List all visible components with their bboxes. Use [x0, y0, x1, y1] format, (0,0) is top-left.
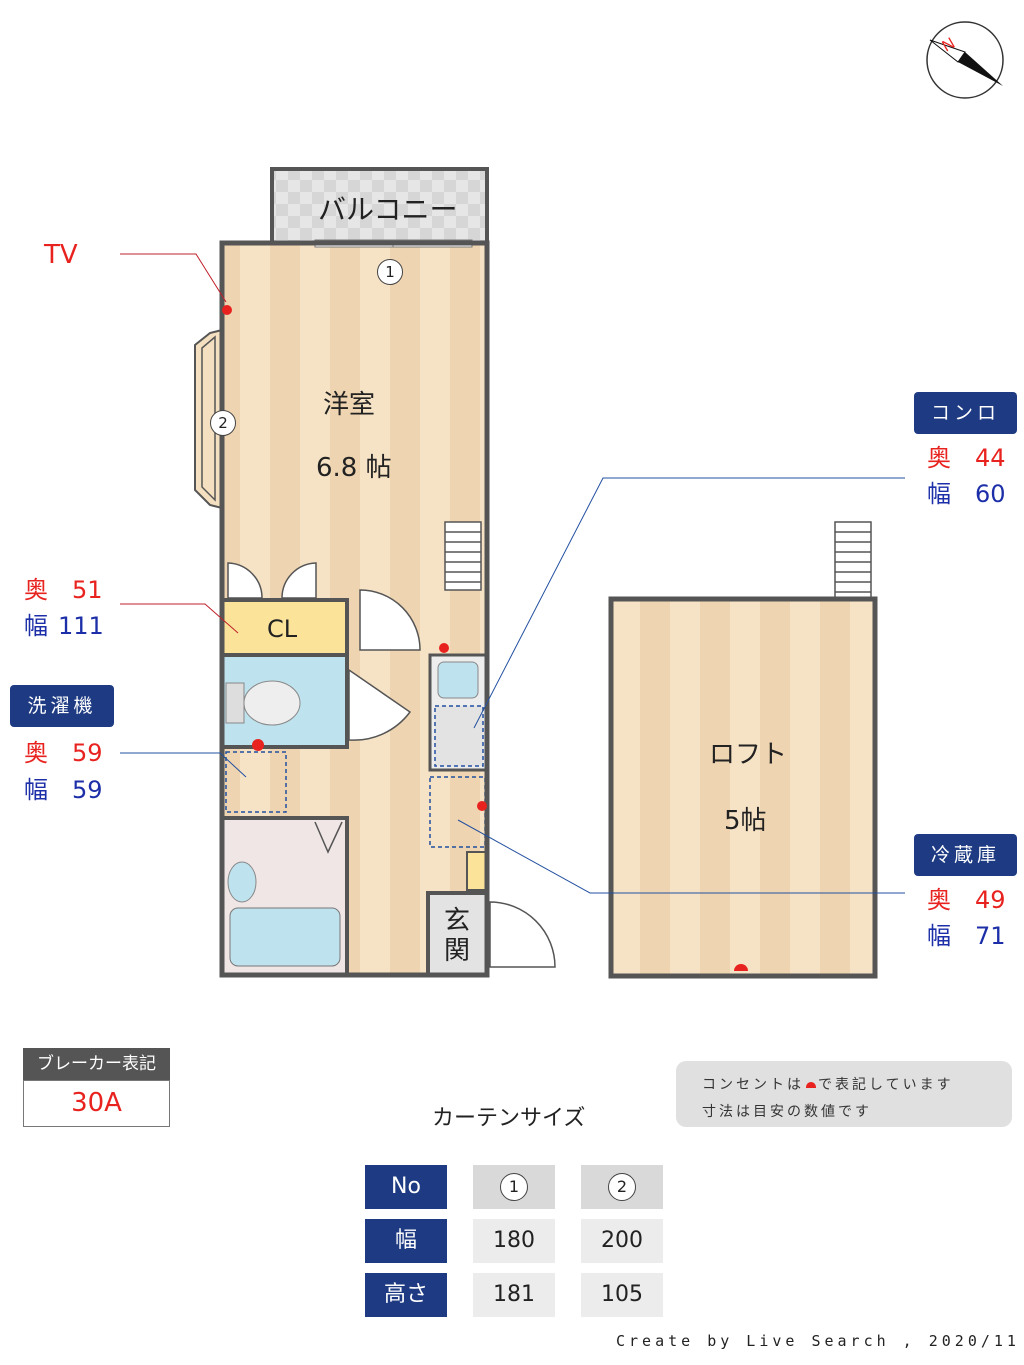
tv-label: TV — [44, 240, 78, 270]
closet-width-value: 111 — [58, 612, 104, 640]
stove-depth-label: 奥 — [927, 444, 951, 472]
toilet-door — [348, 668, 412, 741]
curtain-height-2: 105 — [581, 1273, 663, 1317]
fridge-leader-line — [457, 819, 905, 894]
toilet-fixture — [225, 680, 301, 726]
tv-leader-line — [120, 253, 227, 303]
window-marker-1: 1 — [377, 259, 403, 285]
curtain-header-1: 1 — [473, 1165, 555, 1209]
washer-depth-value: 59 — [72, 739, 103, 767]
fridge-width-value: 71 — [975, 922, 1006, 950]
curtain-row-height-label: 高さ — [365, 1273, 447, 1317]
curtain-width-2: 200 — [581, 1219, 663, 1263]
closet-depth-value: 51 — [72, 576, 103, 604]
main-room-size: 6.8 帖 — [316, 453, 392, 483]
credit-text: Create by Live Search , 2020/11 — [616, 1332, 1020, 1350]
breaker-value: 30A — [23, 1080, 170, 1127]
washer-width-value: 59 — [72, 776, 103, 804]
outlet-icon — [806, 1082, 816, 1088]
unit-outline — [219, 240, 490, 978]
shoe-box — [466, 851, 488, 891]
room-door — [359, 589, 421, 651]
bathtub — [229, 907, 341, 967]
entrance-door — [489, 901, 556, 968]
loft-name: ロフト — [709, 740, 788, 770]
note-line1b: で表記しています — [818, 1077, 954, 1093]
note-line2: 寸法は目安の数値です — [702, 1104, 872, 1120]
fridge-width-label: 幅 — [927, 922, 951, 950]
stove-depth-value: 44 — [975, 444, 1006, 472]
curtain-header-no: No — [365, 1165, 447, 1209]
curtain-row-width-label: 幅 — [365, 1219, 447, 1263]
balcony-area — [270, 167, 489, 245]
closet-width-label: 幅 — [24, 612, 48, 640]
compass-icon: N — [926, 21, 1004, 99]
washer-width-label: 幅 — [24, 776, 48, 804]
closet-leader-line — [120, 603, 239, 634]
stove-width-value: 60 — [975, 480, 1006, 508]
legend-note: コンセントはで表記しています 寸法は目安の数値です — [676, 1061, 1012, 1127]
outlet-markers — [222, 305, 748, 971]
stove-width-label: 幅 — [927, 480, 951, 508]
breaker-label: ブレーカー表記 — [23, 1048, 170, 1080]
loft-floor — [608, 596, 878, 979]
bath-fold-icon — [314, 821, 343, 854]
closet-doors — [227, 562, 317, 599]
window-marker-2: 2 — [210, 410, 236, 436]
note-line1: コンセントは — [702, 1077, 804, 1093]
curtain-width-1: 180 — [473, 1219, 555, 1263]
loft-size: 5帖 — [724, 806, 767, 836]
ladder-icon — [444, 521, 482, 591]
washer-leader-line — [120, 752, 247, 778]
washbasin — [227, 861, 257, 903]
entrance-label: 玄関 — [444, 906, 471, 966]
curtain-title: カーテンサイズ — [432, 1106, 586, 1131]
washer-depth-label: 奥 — [24, 739, 48, 767]
loft-ladder-icon — [834, 521, 872, 599]
stove-tag: コンロ — [914, 392, 1017, 434]
washer-tag: 洗濯機 — [10, 685, 114, 727]
stove-leader-line — [473, 477, 905, 729]
fridge-depth-label: 奥 — [927, 886, 951, 914]
washer-space — [225, 751, 287, 813]
fridge-depth-value: 49 — [975, 886, 1006, 914]
closet-depth-label: 奥 — [24, 576, 48, 604]
kitchen — [428, 653, 489, 772]
curtain-height-1: 181 — [473, 1273, 555, 1317]
closet-label: CL — [267, 615, 298, 643]
curtain-header-2: 2 — [581, 1165, 663, 1209]
balcony-label: バルコニー — [318, 193, 458, 226]
main-room-name: 洋室 — [323, 390, 376, 420]
fridge-tag: 冷蔵庫 — [914, 834, 1017, 876]
